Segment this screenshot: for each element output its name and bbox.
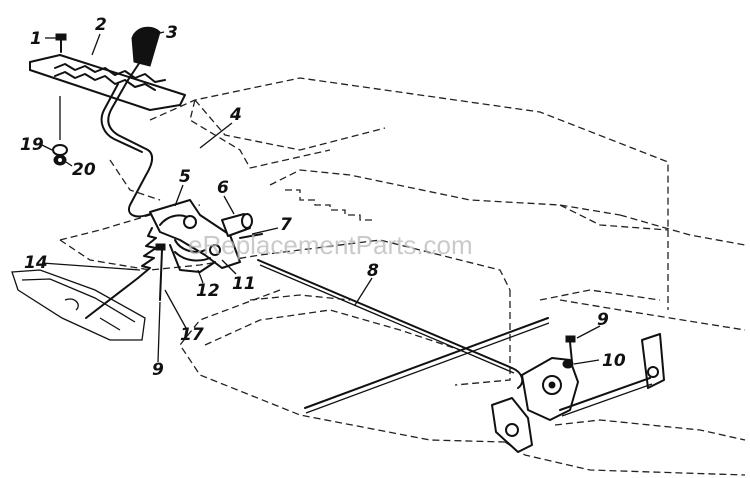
shift-lever [100,79,154,218]
callout-5: 5 [179,167,191,187]
callout-19: 19 [20,135,44,155]
callout-1: 1 [30,29,42,49]
washer-nut-stack [52,96,68,166]
callout-9-right: 9 [597,310,609,330]
control-rod [257,259,524,389]
watermark-text: eReplacementParts.com [188,230,473,260]
bolt-part [55,33,67,53]
spring [85,227,157,319]
callout-3: 3 [166,23,178,43]
callout-20: 20 [72,160,96,180]
callout-17: 17 [180,325,204,345]
callout-11: 11 [232,274,256,294]
callout-12: 12 [196,281,220,301]
leader-lines [39,31,601,365]
callout-14: 14 [24,253,48,273]
pedal-bracket [11,269,146,341]
shift-knob [127,26,161,81]
callout-6: 6 [217,178,229,198]
callouts: 1 2 3 4 5 6 7 8 9 9 10 11 12 14 17 19 20 [20,15,626,380]
callout-10: 10 [602,351,626,371]
shift-plate [29,54,186,111]
callout-2: 2 [95,15,107,35]
callout-9-left: 9 [152,360,164,380]
pivot-assembly [149,199,263,273]
frame-outline [59,77,746,476]
callout-7: 7 [280,215,292,235]
right-bracket [491,333,665,453]
pin [155,243,166,301]
cross-rod [304,317,550,414]
callout-4: 4 [229,105,242,125]
callout-8: 8 [367,261,379,281]
